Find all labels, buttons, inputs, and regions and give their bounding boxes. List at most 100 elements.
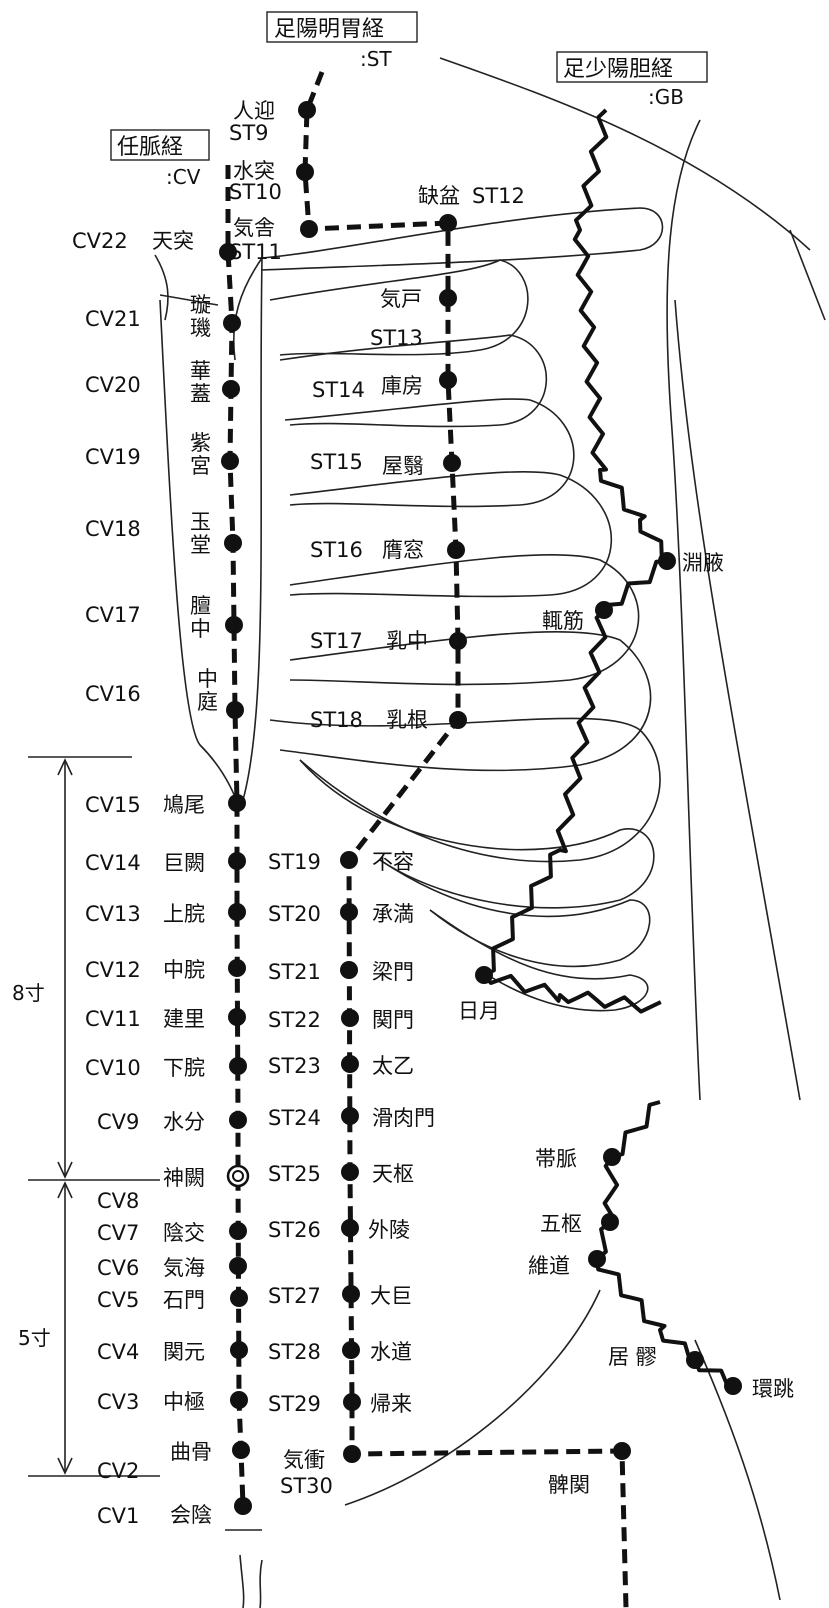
st-point-code: ST24	[268, 1106, 321, 1130]
cv-point-name: 石門	[163, 1288, 205, 1312]
cv-point-dot	[229, 1111, 247, 1129]
cv-point-code: CV19	[85, 445, 141, 469]
cv-point-name: 中極	[163, 1390, 205, 1414]
st-point-name: 太乙	[372, 1054, 414, 1078]
cv-point-dot	[228, 794, 246, 812]
cv-point-dot	[228, 852, 246, 870]
sternum-inner	[239, 257, 263, 811]
cv-point-name: 紫宮	[190, 431, 211, 478]
cv-point-name: 鳩尾	[163, 793, 205, 817]
gb-point-name: 輒筋	[542, 609, 584, 633]
cv-point-name: 曲骨	[170, 1440, 212, 1464]
cv-point-code: CV17	[85, 603, 141, 627]
st-point-name: 滑肉門	[372, 1106, 435, 1130]
scale-guides	[28, 756, 160, 1477]
st-point-name: 乳中	[386, 629, 428, 653]
cv-point-code: CV16	[85, 682, 141, 706]
perineum-lines	[239, 1554, 263, 1608]
lateral-line	[674, 299, 801, 1101]
cv-point-code: CV10	[85, 1056, 141, 1080]
cv-point-name: 璇璣	[190, 293, 211, 340]
cv-point-name-char: 膻	[190, 594, 211, 618]
cv-point-code: CV20	[85, 373, 141, 397]
cv-point-name-char: 璣	[190, 316, 211, 340]
st-point-code: ST18	[310, 708, 363, 732]
st-point-name: 気衝	[283, 1448, 325, 1472]
shoulder-line	[439, 57, 811, 251]
st-point-dot	[340, 961, 358, 979]
cv-point-name-char: 紫	[190, 431, 211, 455]
st-point-code: ST11	[229, 240, 282, 264]
rib-3	[284, 398, 575, 508]
st-point-code: ST21	[268, 960, 321, 984]
st-point-code: ST15	[310, 450, 363, 474]
cv-point-dot	[222, 380, 240, 398]
gb-point-dot	[588, 1250, 606, 1268]
clavicle	[261, 207, 664, 271]
gb-point-name: 居 髎	[608, 1345, 657, 1369]
cv-point-name: 中庭	[197, 667, 218, 714]
st-point-name: 膺窓	[382, 538, 424, 562]
st-point-dot	[296, 163, 314, 181]
cv-point-dot	[224, 534, 242, 552]
acupoints	[219, 101, 742, 1515]
meridian-paths	[225, 71, 732, 1608]
cv-point-name: 玉堂	[190, 510, 211, 557]
st-point-dot	[343, 1445, 361, 1463]
sternum-right	[232, 257, 263, 361]
cv-point-dot	[221, 452, 239, 470]
st-point-code: ST29	[268, 1392, 321, 1416]
st-point-dot	[340, 851, 358, 869]
cv-point-code: CV12	[85, 958, 141, 982]
st-point-name: 髀関	[548, 1473, 590, 1497]
st-point-dot	[342, 1285, 360, 1303]
st-point-dot	[449, 711, 467, 729]
scale-upper-label: 8寸	[12, 981, 45, 1005]
st-point-code: ST26	[268, 1218, 321, 1242]
meridian-st-code: :ST	[360, 47, 392, 71]
cv-point-name: 上脘	[163, 902, 205, 926]
cv-point-name: 華蓋	[190, 359, 211, 406]
st-point-name: 庫房	[381, 374, 423, 398]
cv-point-code: CV1	[97, 1504, 139, 1528]
st-point-code: ST19	[268, 850, 321, 874]
st-point-name: 人迎	[233, 99, 275, 123]
st-point-code: ST27	[268, 1284, 321, 1308]
neck-line	[154, 254, 169, 321]
cv-point-name-char: 中	[197, 667, 218, 691]
st-point-code: ST22	[268, 1008, 321, 1032]
cv-point-name-char: 堂	[190, 533, 211, 557]
rib-2	[279, 334, 548, 428]
cv-point-code: CV5	[97, 1288, 139, 1312]
cv-point-name-char: 中	[190, 617, 211, 641]
inguinal-line	[344, 1289, 601, 1506]
cv-point-name: 天突	[152, 229, 194, 253]
st-point-dot	[341, 1163, 359, 1181]
st-point-name: 帰来	[370, 1392, 412, 1416]
body-outline	[154, 57, 826, 1608]
cv-point-name: 会陰	[170, 1503, 212, 1527]
cv-point-code: CV8	[97, 1189, 139, 1213]
cv-point-dot	[229, 1222, 247, 1240]
st-point-name: 屋翳	[382, 454, 424, 478]
st-point-name: 水突	[233, 159, 275, 183]
cv-point-code: CV7	[97, 1221, 139, 1245]
scale-lower-label: 5寸	[18, 1326, 51, 1350]
st-point-code: ST17	[310, 629, 363, 653]
cv-point-name-char: 璇	[190, 293, 211, 317]
cv-point-name: 陰交	[163, 1221, 205, 1245]
cv-point-code: CV4	[97, 1340, 139, 1364]
gb-point-dot	[686, 1351, 704, 1369]
st-point-dot	[341, 1107, 359, 1125]
st-point-name: 缺盆	[418, 184, 460, 208]
cv-point-code: CV11	[85, 1007, 141, 1031]
st-point-dot	[439, 371, 457, 389]
cv-point-code: CV22	[72, 229, 128, 253]
cv-point-name-char: 華	[190, 359, 211, 383]
meridian-cv-box	[110, 129, 210, 161]
st-point-dot	[447, 541, 465, 559]
meridian-cv-name: 任脈経	[117, 135, 183, 160]
